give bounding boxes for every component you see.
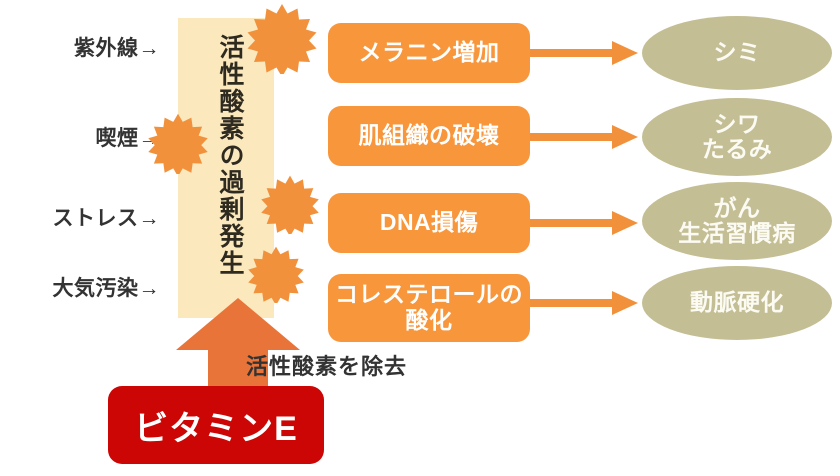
effect-box-skin-tissue[interactable]: 肌組織の破壊 [328,106,530,166]
connector-arrow-2 [530,122,642,152]
connector-arrow-3 [530,208,642,238]
starburst-icon-1 [246,2,318,74]
source-label-smoking: 喫煙→ [95,127,160,150]
source-label-uv: 紫外線→ [74,37,160,60]
vitamin-up-arrow-icon [176,298,300,408]
outcome-ellipse-arteriosclerosis[interactable]: 動脈硬化 [642,266,832,340]
effect-box-dna-damage[interactable]: DNA損傷 [328,193,530,253]
reactive-oxygen-panel-label: 活性酸素の過剰発生 [216,34,244,277]
effect-box-cholesterol-oxidation[interactable]: コレステロールの酸化 [328,274,530,342]
connector-arrow-4 [530,288,642,318]
source-label-air-pollution: 大気汚染→ [52,277,160,300]
remove-reactive-oxygen-caption: 活性酸素を除去 [246,354,408,379]
outcome-ellipse-wrinkles-sagging[interactable]: シワ たるみ [642,98,832,176]
effect-box-melanin[interactable]: メラニン増加 [328,23,530,83]
source-label-stress: ストレス→ [52,207,160,230]
starburst-icon-2 [147,112,209,174]
vitamin-e-box[interactable]: ビタミンE [108,386,324,464]
outcome-ellipse-cancer-lifestyle-disease[interactable]: がん 生活習慣病 [642,182,832,260]
connector-arrow-1 [530,38,642,68]
outcome-ellipse-spots[interactable]: シミ [642,16,832,90]
starburst-icon-4 [247,245,305,303]
starburst-icon-3 [260,174,320,234]
